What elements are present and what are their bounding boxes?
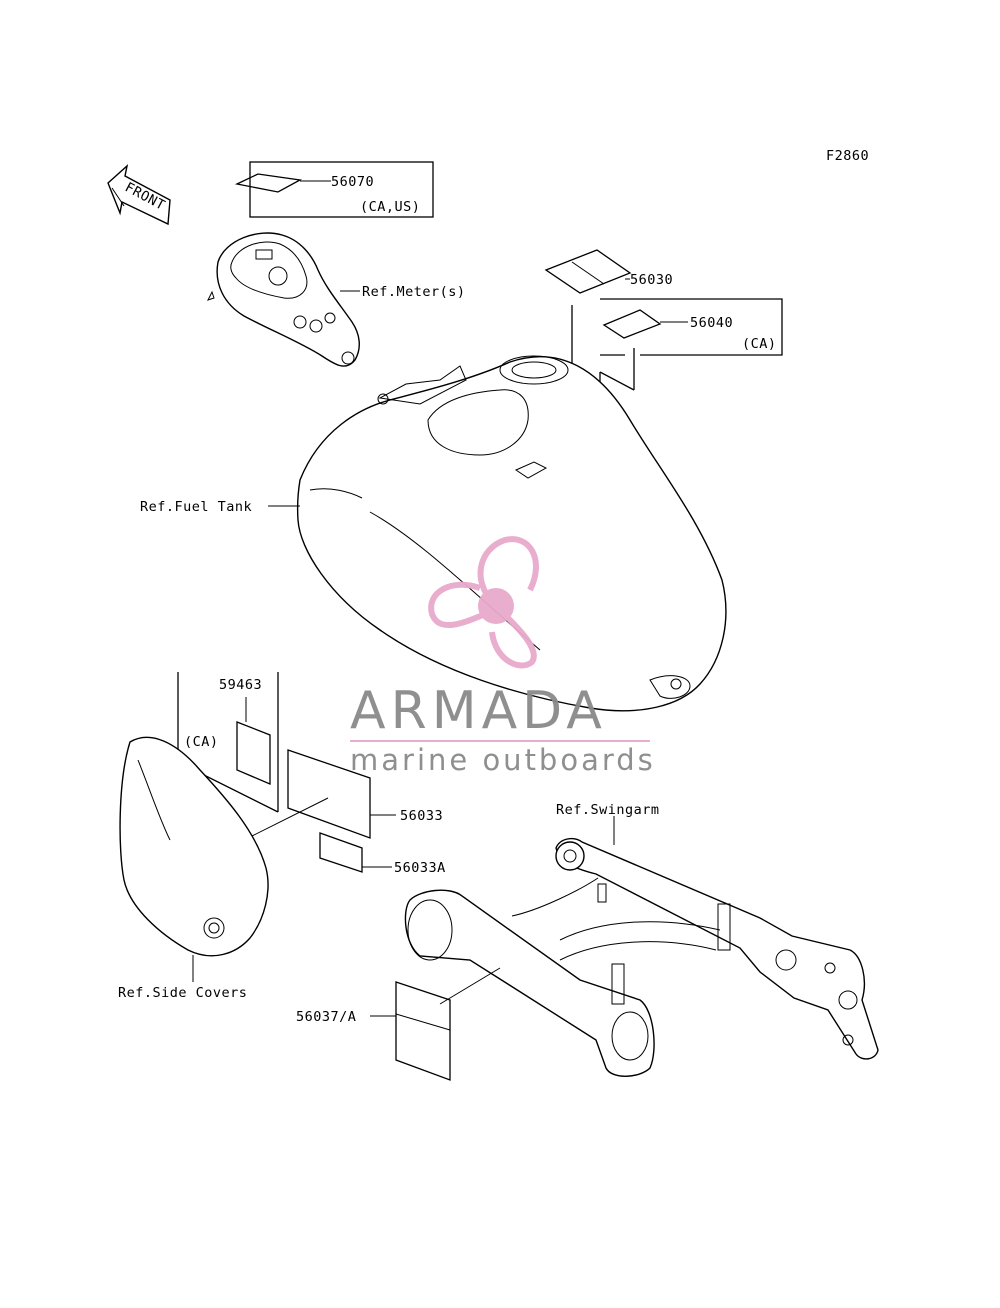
figure-code: F2860 — [826, 148, 869, 164]
part-56033a: 56033A — [394, 860, 446, 876]
armada-watermark: ARMADA marine outboards — [350, 536, 656, 777]
callout-59463: 59463 (CA) — [177, 672, 279, 813]
front-arrow-icon: FRONT — [107, 164, 171, 226]
propeller-logo-icon — [428, 536, 539, 669]
part-56033: 56033 — [400, 808, 443, 824]
part-56037a: 56037/A — [296, 1009, 356, 1025]
part-56040-note: (CA) — [742, 336, 777, 352]
part-56070: 56070 — [331, 174, 374, 190]
part-59463: 59463 — [219, 677, 262, 693]
part-56070-note: (CA,US) — [360, 199, 420, 215]
part-59463-note: (CA) — [184, 734, 219, 750]
ref-swingarm-label: Ref.Swingarm — [556, 802, 660, 818]
fuel-tank-illustration: Ref.Fuel Tank — [140, 355, 727, 712]
callout-56037a: 56037/A — [296, 967, 501, 1081]
part-56040: 56040 — [690, 315, 733, 331]
callout-56070: 56070 (CA,US) — [234, 161, 434, 218]
ref-side-covers-label: Ref.Side Covers — [118, 985, 247, 1001]
ref-fuel-tank-label: Ref.Fuel Tank — [140, 499, 252, 515]
callout-56040: 56040 (CA) — [599, 298, 783, 425]
side-cover-illustration: Ref.Side Covers — [118, 736, 269, 1001]
meter-illustration: Ref.Meter(s) — [207, 232, 466, 367]
brand-tagline: marine outboards — [350, 743, 656, 777]
part-56030: 56030 — [630, 272, 673, 288]
brand-name: ARMADA — [350, 681, 607, 741]
ref-meter-label: Ref.Meter(s) — [362, 284, 466, 300]
callout-56033: 56033 56033A — [251, 749, 446, 876]
swingarm-illustration: Ref.Swingarm — [404, 802, 879, 1077]
